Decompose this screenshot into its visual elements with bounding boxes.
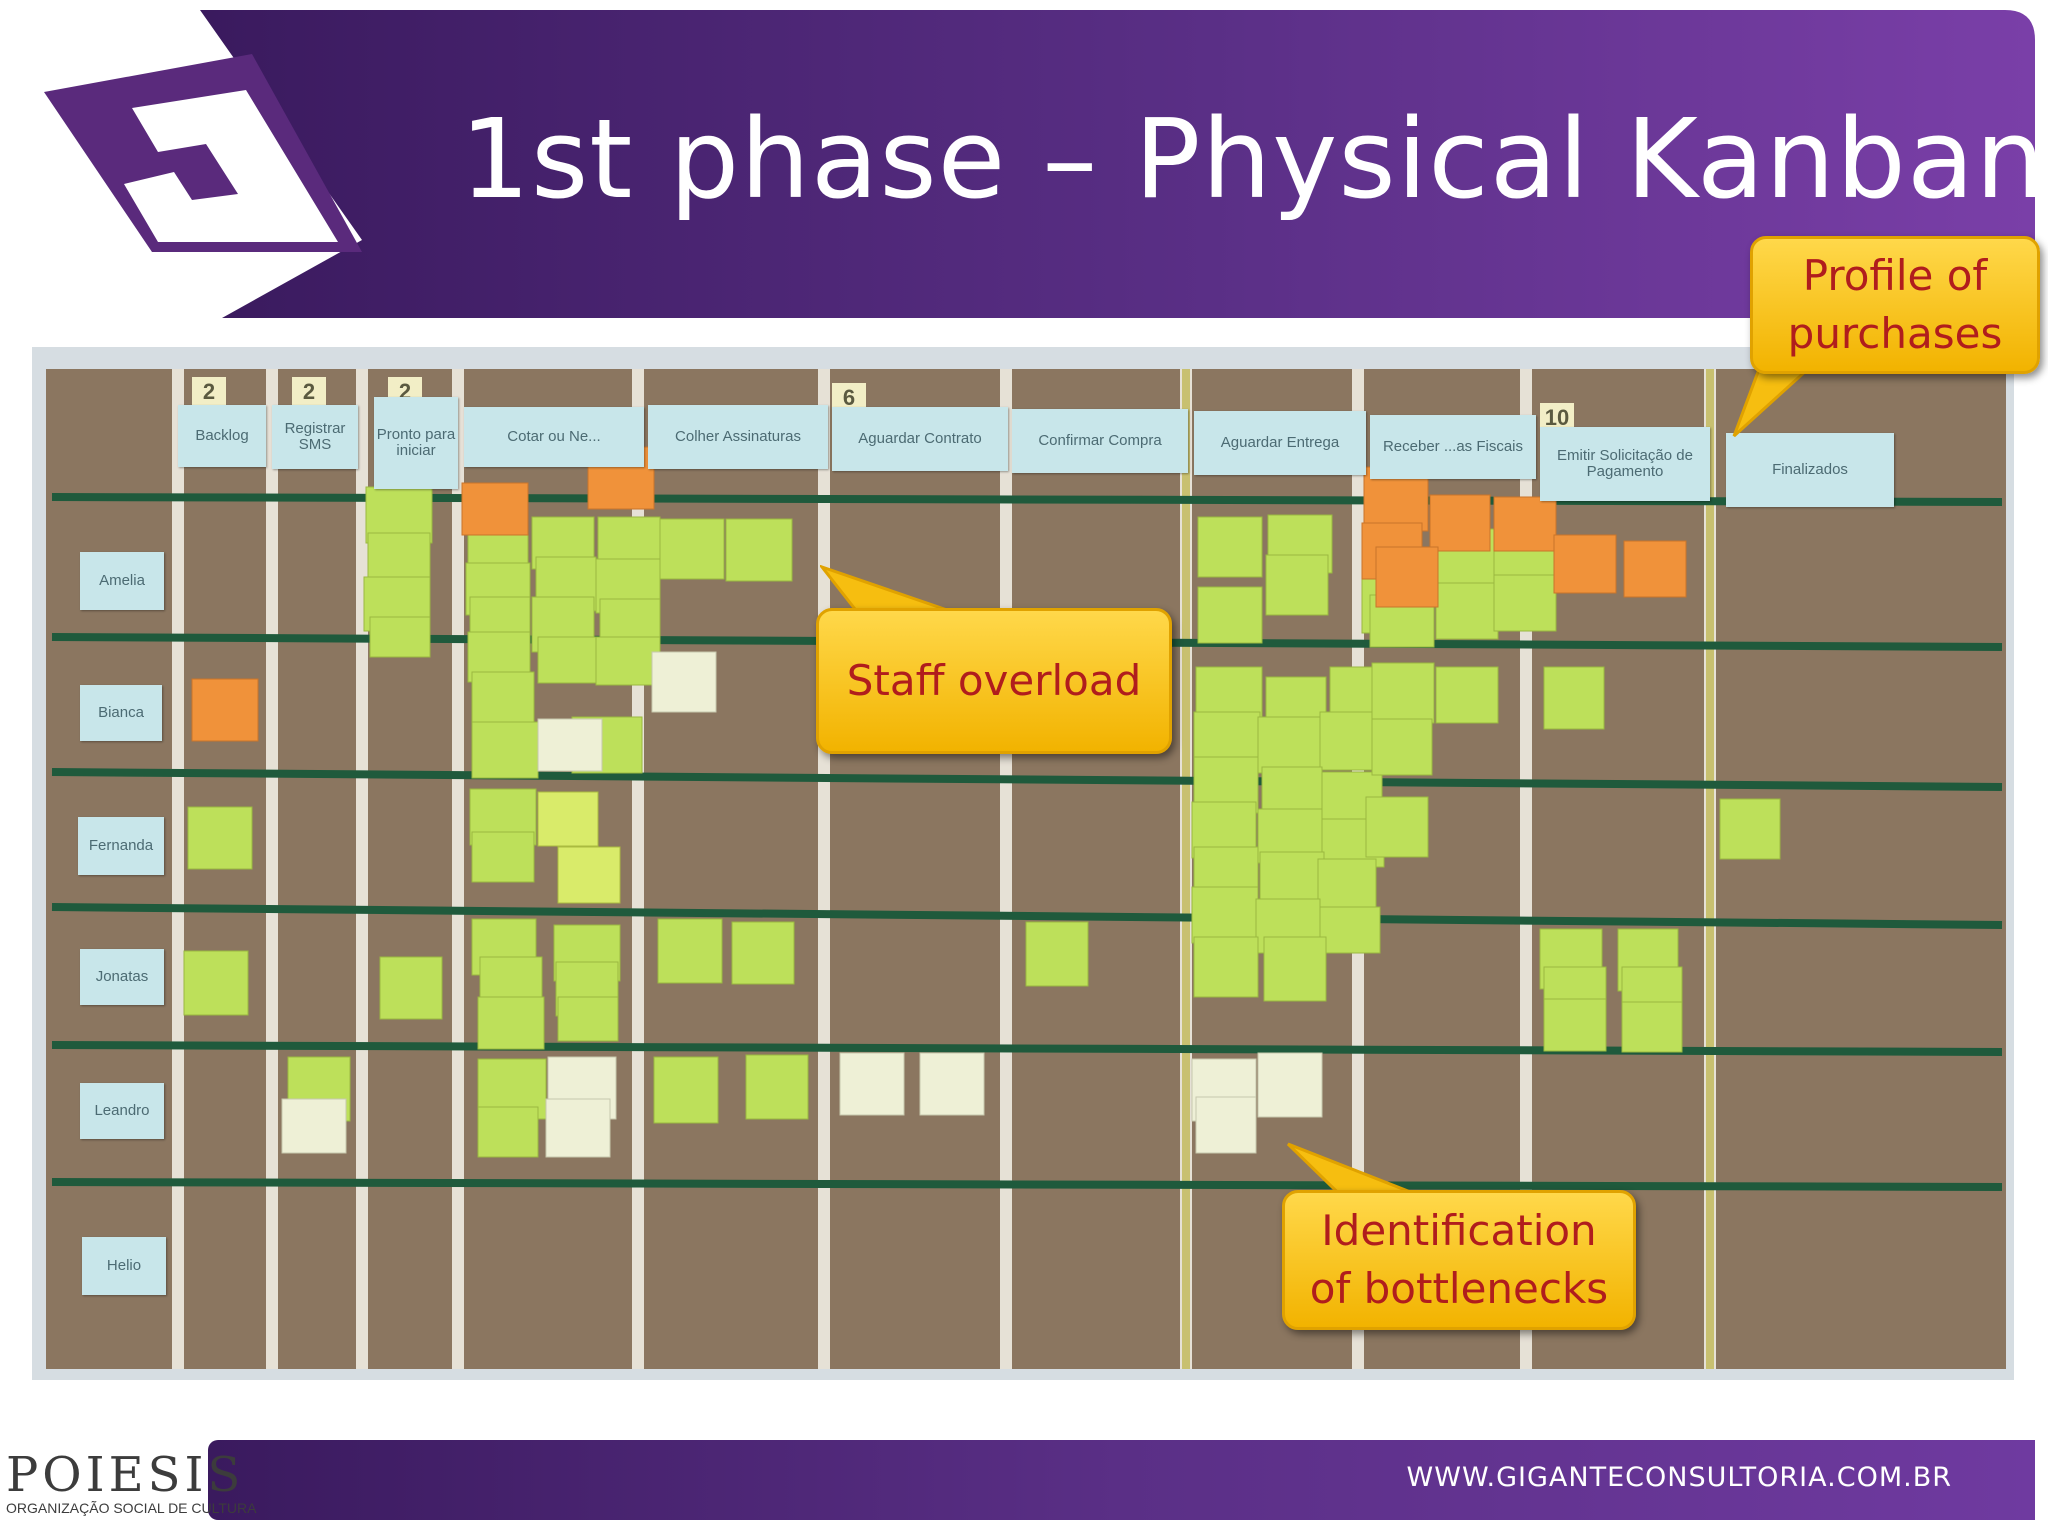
- header-band: [200, 10, 2035, 318]
- row-label-leandro: Leandro: [80, 1083, 164, 1139]
- column-label-cotar: Cotar ou Ne...: [464, 407, 644, 467]
- column-label-emitir-solicitacao: Emitir Solicitação de Pagamento: [1540, 427, 1710, 501]
- wip-limit-card: 2: [192, 377, 226, 407]
- footer-website-link[interactable]: WWW.GIGANTECONSULTORIA.COM.BR: [1406, 1462, 1952, 1493]
- column-label-confirmar-compra: Confirmar Compra: [1012, 409, 1188, 473]
- column-label-receber-notas-fiscais: Receber ...as Fiscais: [1370, 415, 1536, 479]
- callout-profile-of-purchases: Profile of purchases: [1750, 236, 2040, 374]
- column-label-aguardar-entrega: Aguardar Entrega: [1194, 411, 1366, 475]
- column-label-aguardar-contrato: Aguardar Contrato: [832, 407, 1008, 471]
- row-label-bianca: Bianca: [80, 685, 162, 741]
- logo-mark-icon: [44, 54, 362, 252]
- column-label-finalizados: Finalizados: [1726, 433, 1894, 507]
- callout-staff-overload: Staff overload: [816, 608, 1172, 754]
- callout-identification-of-bottlenecks: Identification of bottlenecks: [1282, 1190, 1636, 1330]
- column-label-backlog: Backlog: [178, 405, 266, 467]
- kanban-board-photo: 2 2 2 6 10 Backlog Registrar SMS Pronto …: [32, 347, 2014, 1380]
- footer-band: [208, 1440, 2035, 1520]
- row-label-jonatas: Jonatas: [80, 949, 164, 1005]
- column-label-pronto-para-iniciar: Pronto para iniciar: [374, 397, 458, 489]
- poiesis-logo-tagline: ORGANIZAÇÃO SOCIAL DE CULTURA: [6, 1500, 257, 1516]
- poiesis-logo: POIESIS: [6, 1447, 245, 1503]
- slide-title: 1st phase – Physical Kanban: [460, 95, 2046, 223]
- row-label-helio: Helio: [82, 1237, 166, 1295]
- row-label-fernanda: Fernanda: [78, 817, 164, 875]
- row-label-amelia: Amelia: [80, 552, 164, 610]
- column-label-registrar-sms: Registrar SMS: [272, 405, 358, 469]
- kanban-board-drawing: [46, 369, 2006, 1369]
- column-label-colher-assinaturas: Colher Assinaturas: [648, 405, 828, 469]
- wip-limit-card: 2: [292, 377, 326, 407]
